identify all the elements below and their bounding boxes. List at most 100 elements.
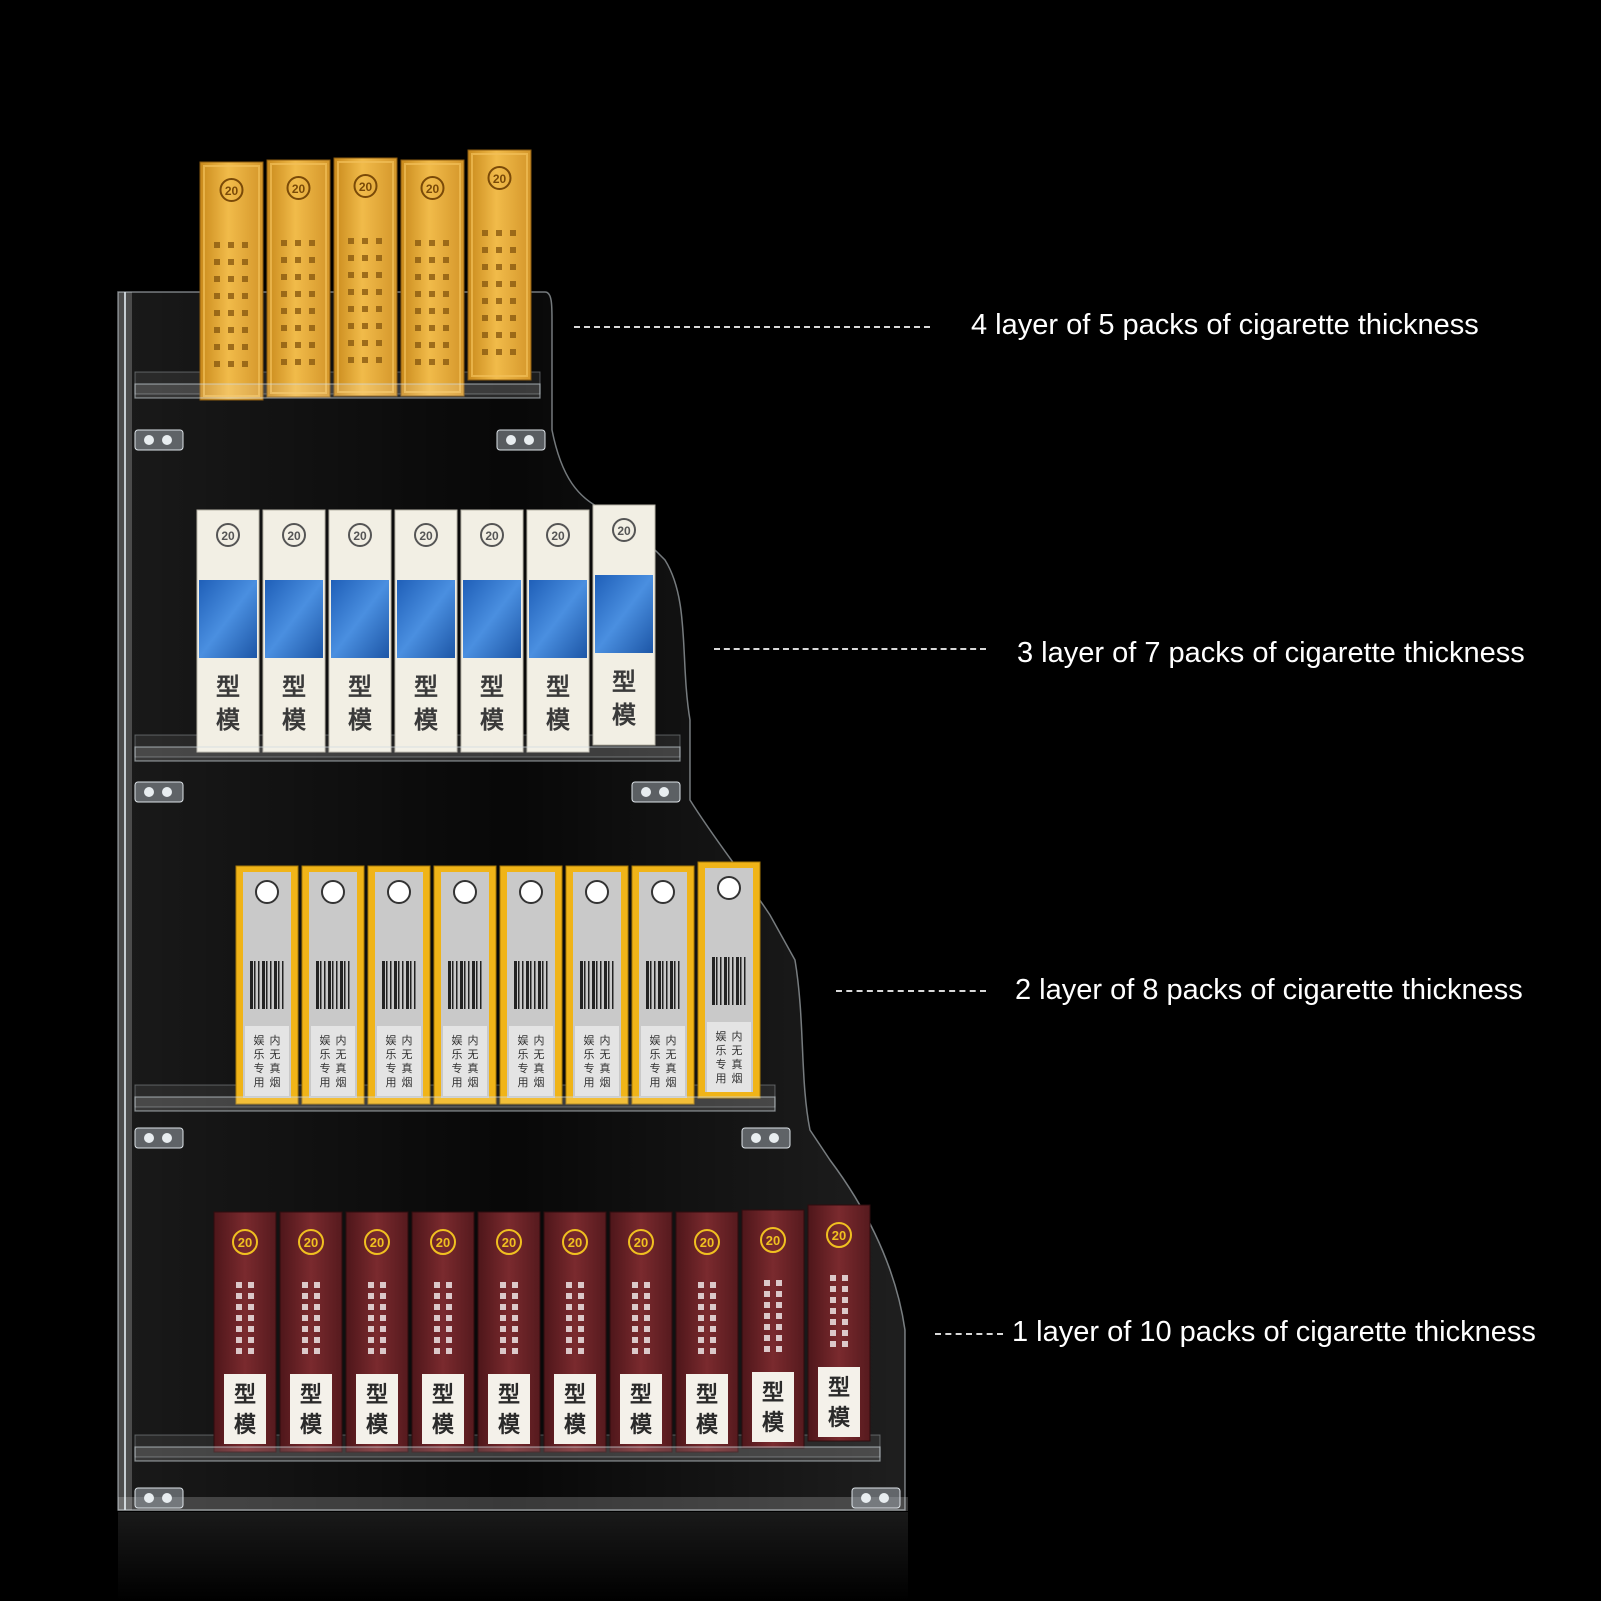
shelf-front-lip: [134, 383, 541, 399]
svg-text:真: 真: [600, 1061, 611, 1075]
svg-text:专: 专: [716, 1057, 727, 1071]
svg-text:内: 内: [402, 1033, 413, 1047]
svg-text:真: 真: [468, 1061, 479, 1075]
svg-text:用: 用: [320, 1076, 331, 1089]
svg-text:20: 20: [832, 1228, 846, 1243]
hinge-bracket: [631, 781, 681, 803]
cigarette-pack: 20: [467, 149, 532, 381]
svg-text:模: 模: [546, 706, 571, 734]
svg-text:型: 型: [612, 668, 636, 696]
svg-text:真: 真: [270, 1061, 281, 1075]
svg-text:型: 型: [282, 673, 306, 701]
svg-text:模: 模: [366, 1413, 389, 1438]
svg-text:烟: 烟: [600, 1075, 611, 1089]
svg-text:20: 20: [225, 184, 239, 198]
svg-text:20: 20: [426, 182, 440, 196]
svg-text:娱: 娱: [650, 1033, 661, 1047]
cigarette-pack: 20 型模: [675, 1211, 739, 1453]
svg-text:娱: 娱: [716, 1029, 727, 1043]
svg-text:型: 型: [216, 673, 240, 701]
hinge-bracket: [134, 1127, 184, 1149]
svg-text:模: 模: [282, 706, 307, 734]
svg-text:乐: 乐: [320, 1048, 331, 1061]
svg-text:20: 20: [419, 529, 433, 543]
svg-text:20: 20: [304, 1235, 318, 1250]
svg-text:真: 真: [666, 1061, 677, 1075]
svg-text:专: 专: [254, 1061, 265, 1075]
svg-text:型: 型: [546, 673, 570, 701]
svg-text:烟: 烟: [468, 1075, 479, 1089]
svg-text:无: 无: [402, 1048, 413, 1061]
svg-text:娱: 娱: [584, 1033, 595, 1047]
svg-text:真: 真: [534, 1061, 545, 1075]
shelf-front-lips: [134, 383, 881, 1462]
svg-text:模: 模: [762, 1411, 785, 1436]
hinge-bracket: [134, 781, 184, 803]
svg-text:乐: 乐: [518, 1048, 529, 1061]
svg-text:娱: 娱: [254, 1033, 265, 1047]
svg-text:型: 型: [564, 1383, 586, 1408]
svg-text:用: 用: [584, 1076, 595, 1089]
svg-text:真: 真: [336, 1061, 347, 1075]
svg-text:专: 专: [386, 1061, 397, 1075]
svg-text:20: 20: [568, 1235, 582, 1250]
svg-text:20: 20: [485, 529, 499, 543]
hinge-bracket: [851, 1487, 901, 1509]
cigarette-pack: 20: [266, 159, 331, 398]
svg-text:无: 无: [468, 1048, 479, 1061]
svg-text:模: 模: [480, 706, 505, 734]
svg-text:型: 型: [480, 673, 504, 701]
svg-text:内: 内: [270, 1033, 281, 1047]
svg-text:用: 用: [386, 1076, 397, 1089]
svg-text:20: 20: [359, 180, 373, 194]
svg-text:无: 无: [270, 1048, 281, 1061]
svg-text:模: 模: [828, 1406, 851, 1431]
svg-text:型: 型: [696, 1383, 718, 1408]
svg-text:真: 真: [402, 1061, 413, 1075]
svg-text:20: 20: [700, 1235, 714, 1250]
svg-text:20: 20: [238, 1235, 252, 1250]
shelf-4-packs: 20 20 20 20 20: [199, 149, 532, 401]
svg-text:用: 用: [650, 1076, 661, 1089]
cigarette-pack: 20: [400, 159, 465, 397]
svg-text:用: 用: [518, 1076, 529, 1089]
svg-text:模: 模: [414, 706, 439, 734]
svg-text:乐: 乐: [584, 1048, 595, 1061]
svg-text:乐: 乐: [254, 1048, 265, 1061]
svg-text:20: 20: [292, 182, 306, 196]
cigarette-pack: 20 型模: [526, 509, 590, 753]
svg-text:无: 无: [732, 1044, 743, 1057]
svg-text:专: 专: [518, 1061, 529, 1075]
svg-text:专: 专: [320, 1061, 331, 1075]
svg-text:模: 模: [300, 1413, 323, 1438]
svg-text:无: 无: [336, 1048, 347, 1061]
shelf-front-lip: [134, 1096, 776, 1112]
svg-text:娱: 娱: [452, 1033, 463, 1047]
svg-text:用: 用: [452, 1076, 463, 1089]
svg-text:模: 模: [696, 1413, 719, 1438]
svg-text:模: 模: [630, 1413, 653, 1438]
svg-text:无: 无: [534, 1048, 545, 1061]
svg-text:专: 专: [584, 1061, 595, 1075]
cigarette-pack: 20 型模: [460, 509, 524, 753]
svg-text:型: 型: [348, 673, 372, 701]
svg-text:20: 20: [551, 529, 565, 543]
svg-text:乐: 乐: [716, 1044, 727, 1057]
svg-text:型: 型: [828, 1376, 850, 1401]
